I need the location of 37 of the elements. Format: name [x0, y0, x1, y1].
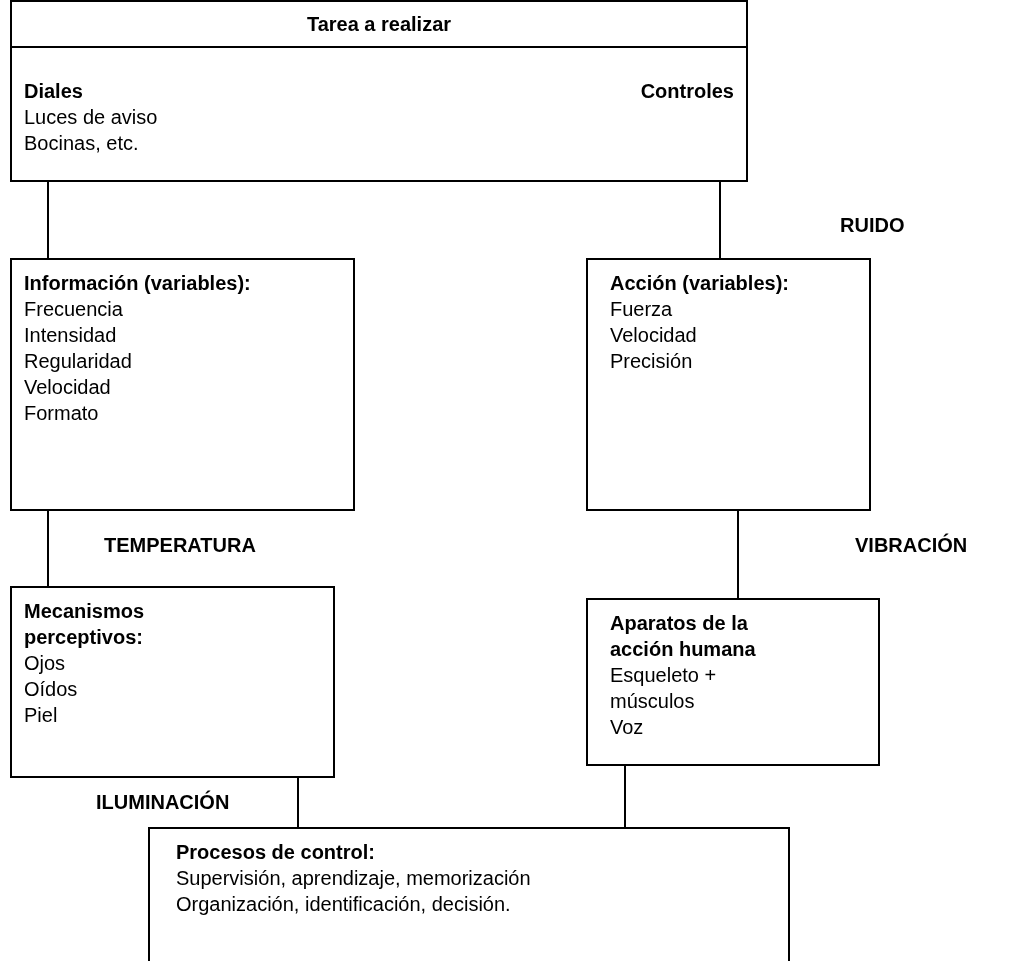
- list-item: Supervisión, aprendizaje, memorización: [176, 866, 531, 891]
- list-item: Luces de aviso: [24, 105, 158, 130]
- box-heading: Aparatos de la acción humana: [610, 611, 757, 662]
- box-heading: Procesos de control:: [176, 840, 375, 865]
- list-item: Bocinas, etc.: [24, 131, 139, 156]
- connector-line: [47, 510, 49, 587]
- connector-line: [47, 181, 49, 259]
- list-item: Intensidad: [24, 323, 117, 348]
- list-item: Regularidad: [24, 349, 132, 374]
- list-item: Oídos: [24, 677, 78, 702]
- process-box: [586, 598, 880, 766]
- list-item: Formato: [24, 401, 99, 426]
- list-item: Piel: [24, 703, 58, 728]
- list-item: Velocidad: [610, 323, 697, 348]
- list-item: Ojos: [24, 651, 66, 676]
- process-box: [586, 258, 871, 511]
- process-box: [148, 827, 790, 961]
- box-heading: Información (variables):: [24, 271, 251, 296]
- process-box: [10, 586, 335, 778]
- process-box: [10, 258, 355, 511]
- box-title: Tarea a realizar: [306, 12, 452, 37]
- list-item: Fuerza: [610, 297, 673, 322]
- box-heading: Mecanismos perceptivos:: [24, 599, 146, 650]
- section-heading: Diales: [24, 79, 83, 104]
- connector-line: [297, 777, 299, 828]
- connector-line: [719, 181, 721, 259]
- list-item: Velocidad: [24, 375, 111, 400]
- connector-line: [737, 510, 739, 599]
- box-heading: Acción (variables):: [610, 271, 789, 296]
- list-item: Precisión: [610, 349, 693, 374]
- list-item: Esqueleto + músculos: [610, 663, 718, 714]
- list-item: Voz: [610, 715, 644, 740]
- task-box: [10, 0, 748, 182]
- connector-line: [624, 765, 626, 828]
- section-heading: Controles: [640, 79, 734, 104]
- list-item: Frecuencia: [24, 297, 123, 322]
- list-item: Organización, identificación, decisión.: [176, 892, 511, 917]
